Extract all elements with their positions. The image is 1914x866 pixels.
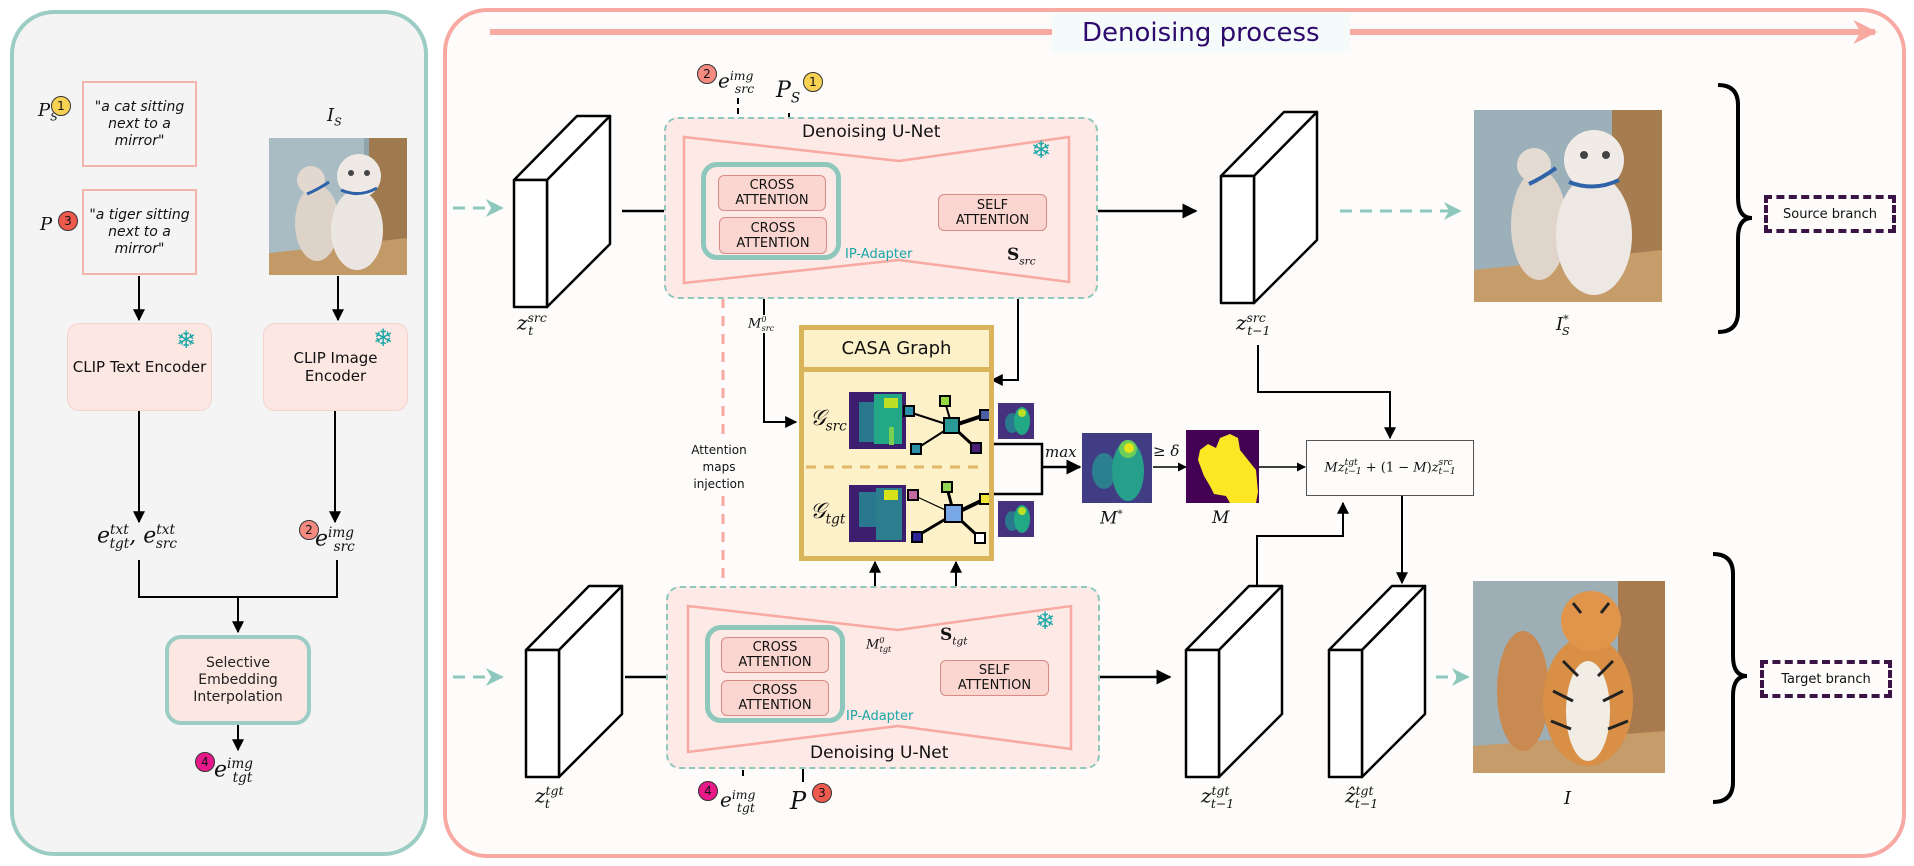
- label-z-t-1-src: zsrct−1: [1236, 310, 1271, 338]
- graph-src-label: 𝒢src: [810, 406, 847, 435]
- graph-tgt-label: 𝒢tgt: [810, 499, 846, 528]
- unet-src-shape: [682, 135, 1071, 285]
- merged-map-label: M*: [1100, 508, 1123, 529]
- label-z-t-tgt: ztgtt: [535, 783, 564, 811]
- map-tgt-small: [998, 501, 1034, 537]
- binary-mask: [1186, 430, 1259, 503]
- target-brace: [1712, 552, 1748, 804]
- output-image-target: [1473, 581, 1665, 773]
- badge-2: 2: [299, 520, 319, 540]
- ip-adapter-src-label: IP-Adapter: [845, 247, 913, 262]
- snowflake-icon: ❄: [1035, 607, 1056, 635]
- src-prompt-input: PS: [776, 78, 801, 107]
- m-tgt-label: M0tgt: [866, 636, 892, 654]
- max-bracket: [994, 442, 1044, 496]
- unet-tgt-label: Denoising U-Net: [810, 743, 949, 763]
- snowflake-icon: ❄: [1031, 136, 1052, 164]
- threshold-label: ≥ δ: [1153, 442, 1180, 460]
- source-branch-label: Source branch: [1764, 195, 1896, 233]
- output-source-label: I*S: [1556, 313, 1570, 338]
- arrow-zsrc-to-blend: [1257, 345, 1396, 440]
- badge-3: 3: [58, 211, 78, 231]
- badge-2: 2: [697, 64, 717, 84]
- badge-1: 1: [51, 96, 71, 116]
- tgt-image-embedding-label: eimgtgt: [214, 756, 254, 786]
- self-attention-tgt: SELF ATTENTION: [940, 660, 1049, 696]
- attention-injection-label: Attention maps injection: [679, 440, 759, 495]
- unet-src-label: Denoising U-Net: [802, 122, 941, 142]
- ip-adapter-tgt: [705, 625, 845, 723]
- cross-attention-src-2: CROSS ATTENTION: [719, 217, 827, 254]
- prompt-target-box: "a tiger sitting next to a mirror": [82, 189, 197, 275]
- target-branch-label: Target branch: [1760, 660, 1892, 698]
- text-embeddings-label: etxttgt, etxtsrc: [97, 522, 177, 552]
- map-src-small: [998, 403, 1034, 439]
- label-z-t-1-tgt: ztgtt−1: [1201, 783, 1235, 811]
- badge-4: 4: [195, 752, 215, 772]
- source-brace: [1717, 83, 1753, 334]
- tgt-prompt-input: P: [790, 787, 807, 815]
- unet-tgt-shape: [686, 604, 1073, 754]
- left-panel-arrows: [133, 276, 344, 752]
- heatmap-src: [849, 392, 906, 449]
- output-image-source: [1474, 110, 1662, 302]
- s-tgt-label: Stgt: [940, 625, 968, 648]
- ip-adapter-src: [701, 162, 841, 260]
- heatmap-tgt: [849, 485, 906, 542]
- badge-1: 1: [803, 72, 823, 92]
- label-zhat-t-1-tgt: ẑtgtt−1: [1345, 783, 1379, 811]
- tgt-img-embed-input: eimgtgt: [720, 787, 756, 815]
- cross-attention-src-1: CROSS ATTENTION: [718, 175, 826, 211]
- source-image-label: IS: [327, 105, 342, 129]
- src-img-embed-input: eimgsrc: [718, 68, 755, 96]
- mask-label: M: [1212, 508, 1230, 528]
- snowflake-icon: ❄: [373, 324, 394, 352]
- source-image: [269, 138, 407, 275]
- casa-title: CASA Graph: [804, 330, 989, 372]
- prompt-source-box: "a cat sitting next to a mirror": [82, 81, 197, 167]
- merged-attention-map: [1082, 433, 1152, 503]
- clip-text-encoder: CLIP Text Encoder: [67, 323, 212, 411]
- clip-image-encoder: CLIP Image Encoder: [263, 323, 408, 411]
- casa-body: [806, 392, 989, 544]
- ip-adapter-tgt-label: IP-Adapter: [846, 709, 914, 724]
- cross-attention-tgt-1: CROSS ATTENTION: [721, 637, 829, 673]
- label-z-t-src: zsrct: [517, 310, 547, 338]
- m-src-label: M0src: [748, 315, 775, 333]
- max-op-label: max: [1045, 443, 1077, 461]
- prompt-target-symbol: P: [40, 214, 53, 235]
- process-title: Denoising process: [1052, 14, 1350, 52]
- graph-tgt: [907, 481, 989, 544]
- arrow-ztgt-to-blend: [1256, 501, 1349, 585]
- s-src-label: Ssrc: [1007, 245, 1036, 268]
- self-attention-src: SELF ATTENTION: [938, 194, 1047, 231]
- graph-src: [903, 395, 989, 455]
- cross-attention-tgt-2: CROSS ATTENTION: [721, 680, 829, 716]
- badge-3: 3: [812, 783, 832, 803]
- badge-4: 4: [698, 781, 718, 801]
- src-image-embedding-label: eimgsrc: [315, 525, 355, 555]
- snowflake-icon: ❄: [176, 326, 197, 354]
- prompt-source-symbol: PS: [38, 100, 58, 124]
- selective-embedding-interpolation: Selective Embedding Interpolation: [165, 635, 311, 725]
- output-target-label: I: [1564, 788, 1572, 809]
